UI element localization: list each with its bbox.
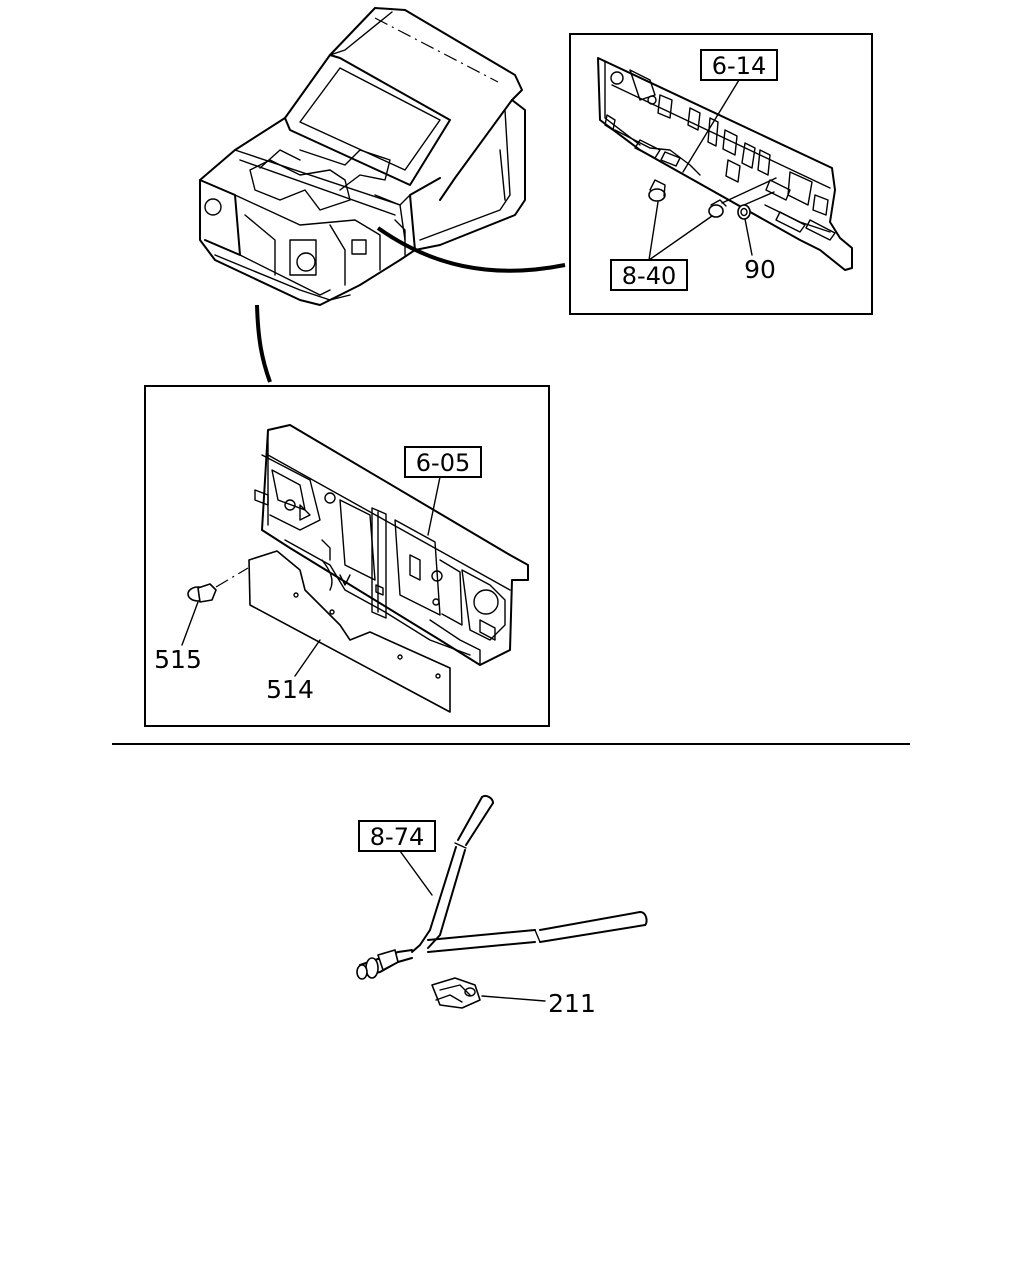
hose-assembly-illustration [356,794,648,980]
label-515: 515 [154,645,202,674]
leader-514 [294,639,321,677]
clip-fastener-upper-a [648,179,666,202]
clip-211 [431,977,481,1009]
inset-frame-front-panel [144,385,550,727]
callout-box-6-05 [404,446,482,478]
cab-assembly-illustration [199,7,526,306]
callout-6-14: 6-14 [712,52,766,80]
label-211: 211 [548,989,596,1018]
leader-6-05 [427,476,441,536]
label-514: 514 [266,675,314,704]
pointer-curve-to-lower-inset [255,304,272,383]
cover-plate-514 [248,550,451,713]
leader-8-40-a [648,201,659,261]
inset-frame-rear-panel [569,33,873,315]
callout-8-40: 8-40 [622,262,676,290]
leader-515 [181,601,199,646]
pointer-curve-to-upper-inset [376,226,566,273]
callout-8-74: 8-74 [370,823,424,851]
clip-fastener-upper-b [708,177,777,218]
label-90: 90 [744,255,776,284]
callout-box-8-74 [358,820,436,852]
leader-6-14 [682,79,740,173]
callout-6-05: 6-05 [416,449,470,477]
leader-8-40-b [648,215,713,261]
rear-panel-illustration [597,57,853,271]
screw-515 [187,567,249,603]
front-panel-illustration [254,424,529,666]
leader-211 [481,995,546,1002]
nut-90 [737,191,775,220]
leader-90 [744,218,753,256]
leader-8-74 [399,850,433,896]
